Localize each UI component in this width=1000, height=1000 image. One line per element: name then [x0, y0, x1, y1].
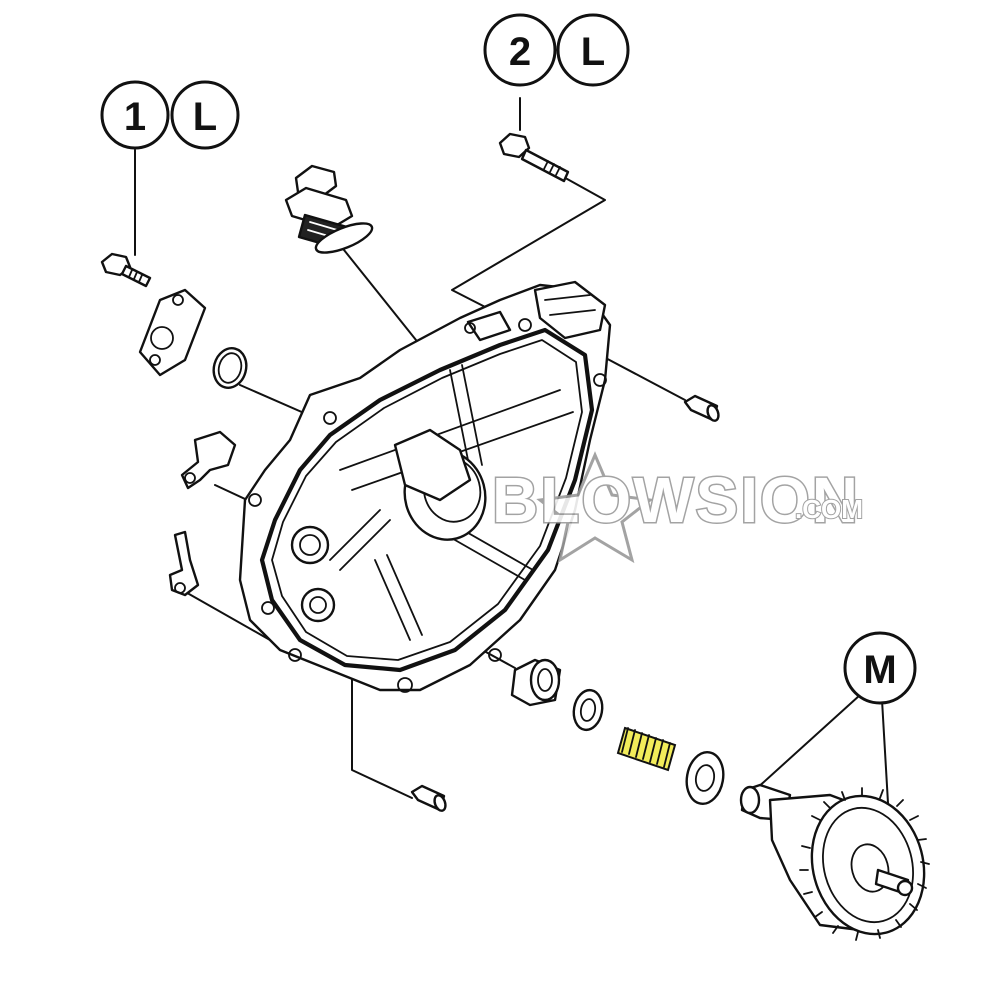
dowel-pin-bottom — [410, 784, 447, 812]
starter-gear-ring — [810, 794, 926, 936]
thin-washer — [572, 688, 604, 732]
callout-2-code: L — [581, 30, 605, 74]
spring — [616, 726, 677, 772]
callout-2-l: 2 L — [483, 13, 630, 87]
main-case — [238, 280, 612, 693]
callout-1-l: 1 L — [100, 80, 240, 150]
case-lower-boss — [290, 525, 330, 565]
thick-washer — [685, 751, 725, 805]
bracket — [180, 430, 237, 490]
wire-clip — [168, 530, 200, 597]
callout-m: M — [843, 631, 917, 705]
cover-oring — [212, 347, 248, 389]
callout-1-number: 1 — [124, 95, 146, 139]
case-rim — [259, 327, 595, 673]
watermark: BLOWSION .COM — [491, 451, 864, 564]
callout-1-code-circle — [170, 80, 240, 150]
watermark-suffix: .COM — [795, 494, 863, 524]
watermark-star-icon — [536, 451, 654, 564]
callout-2-circle — [483, 13, 557, 87]
drain-plug — [284, 164, 374, 254]
bolt-1 — [100, 252, 152, 288]
dowel-pin-top — [683, 394, 720, 422]
callout-1-circle — [100, 80, 170, 150]
starter-gear-assembly — [739, 783, 930, 941]
leader-dowel-bottom — [351, 659, 413, 799]
bolt-2 — [498, 132, 570, 183]
leader-drain-plug-to-case — [339, 244, 421, 346]
callout-2-code-circle — [556, 13, 630, 87]
drain-plug-oring — [314, 222, 374, 254]
callout-1-code: L — [193, 95, 217, 139]
leader-bolt-2-to-case — [451, 174, 606, 313]
leader-dowel-top — [599, 354, 686, 401]
bushing — [510, 658, 562, 707]
watermark-brand: BLOWSION — [492, 464, 860, 536]
cover-plate — [138, 288, 207, 377]
leader-lines — [134, 97, 893, 873]
callout-m-code: M — [863, 648, 896, 692]
callout-2-number: 2 — [509, 30, 531, 74]
callout-m-circle — [843, 631, 917, 705]
leader-clip-to-case — [181, 589, 271, 641]
leader-callout-m-a — [754, 694, 861, 791]
